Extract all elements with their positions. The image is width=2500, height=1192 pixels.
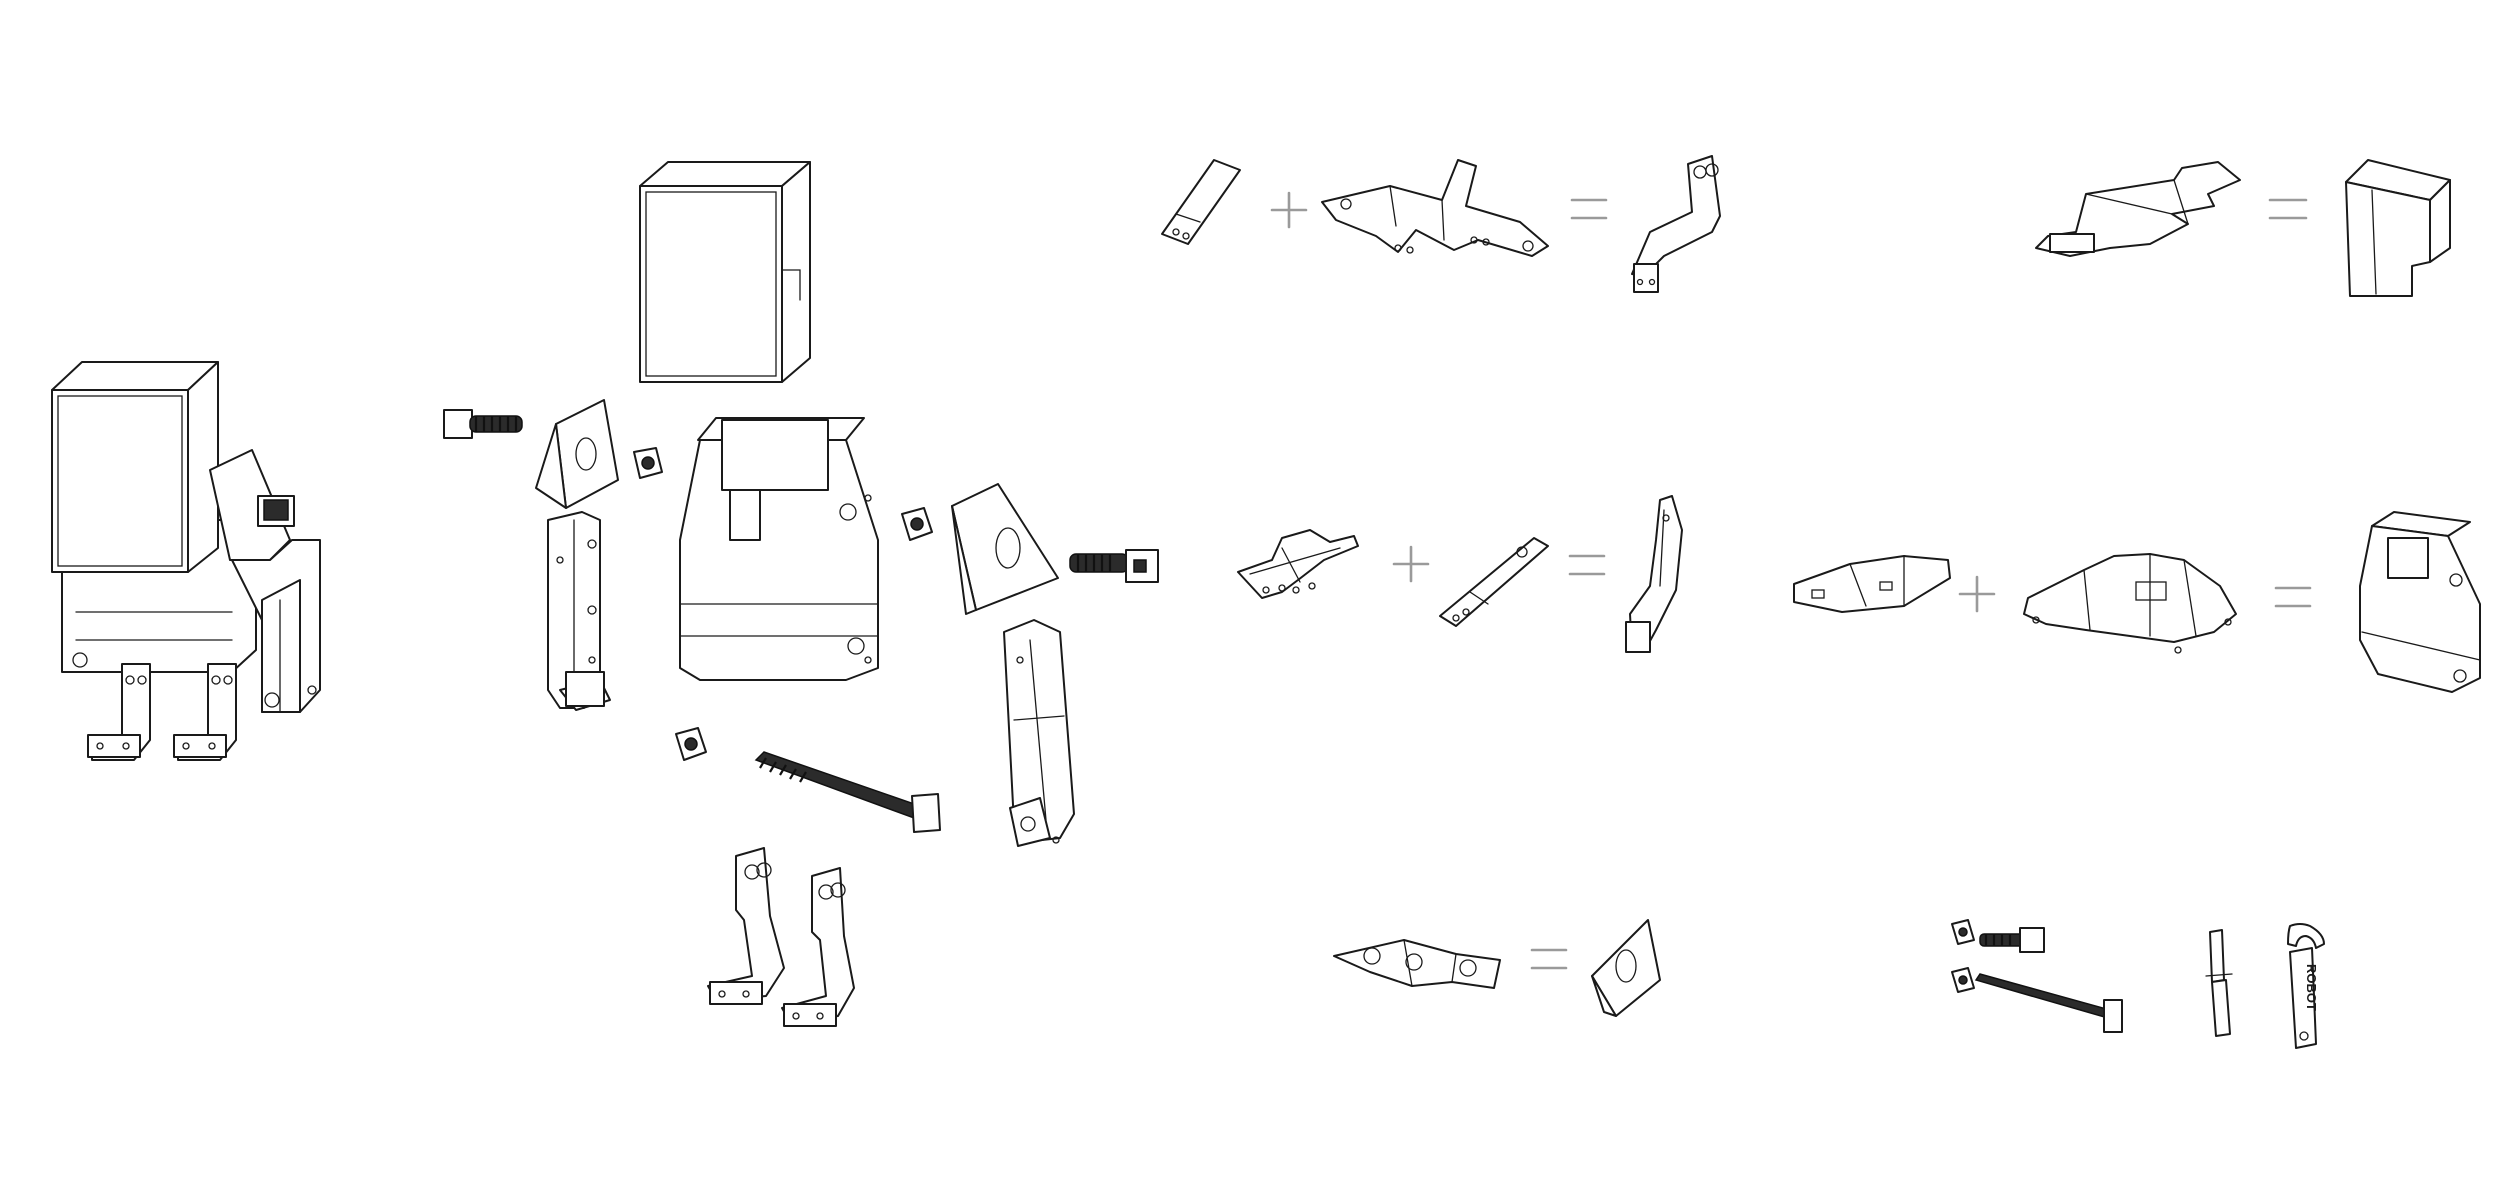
wrench-tool: ROBOT	[2287, 923, 2325, 1049]
wedge-result	[1591, 919, 1661, 1017]
exploded-right-leg	[781, 867, 855, 1027]
equation-leg	[1161, 155, 1721, 293]
wrench-lettering: ROBOT	[2304, 964, 2319, 1011]
strip-blank	[1161, 159, 1241, 245]
equation-shoulder-wedge	[1333, 919, 1661, 1017]
head-box-result	[2345, 159, 2451, 297]
arm-blank	[1237, 529, 1359, 599]
assembled-right-leg	[173, 663, 237, 761]
body-front-blank	[1793, 555, 1951, 613]
equals-operator	[1530, 948, 1568, 970]
cross-blank	[1321, 159, 1549, 257]
exploded-short-bolt-left	[443, 409, 523, 439]
hardware-nut-2	[1951, 967, 1975, 993]
plus-operator	[1270, 191, 1308, 229]
plus-operator	[1958, 575, 1996, 613]
exploded-nut-lower	[675, 727, 707, 761]
exploded-nut-right	[901, 507, 933, 541]
hardware-long-bolt	[1974, 973, 2123, 1033]
wedge-blank	[1333, 939, 1501, 989]
assembled-head	[51, 361, 219, 573]
arm-result	[1625, 495, 1683, 653]
equation-arm	[1237, 495, 1683, 653]
equals-operator	[1570, 198, 1608, 220]
exploded-body-shell	[679, 417, 879, 681]
exploded-head-box	[639, 161, 811, 383]
equals-operator	[2274, 586, 2312, 608]
equation-body	[1793, 511, 2481, 693]
assembled-arm	[209, 449, 321, 713]
hardware-nut-1	[1951, 919, 1975, 945]
assembled-left-leg	[87, 663, 151, 761]
exploded-left-arm	[547, 511, 611, 711]
equation-head	[2035, 159, 2451, 297]
exploded-left-leg	[707, 847, 785, 1005]
hex-key-tool	[2205, 929, 2233, 1037]
hardware-short-bolt	[1979, 927, 2045, 953]
assembled-robot	[51, 361, 321, 761]
equals-operator	[2268, 198, 2308, 220]
leg-result	[1631, 155, 1721, 293]
body-back-blank	[2023, 553, 2237, 654]
equals-operator	[1568, 554, 1606, 576]
exploded-nut-left	[633, 447, 663, 479]
plus-operator	[1392, 545, 1430, 583]
exploded-view	[443, 161, 1159, 1027]
strip-blank-2	[1439, 537, 1549, 627]
head-blank	[2035, 161, 2241, 257]
exploded-long-bolt	[754, 751, 941, 833]
hardware-set: ROBOT	[1951, 919, 2325, 1049]
exploded-right-shoulder-wedge	[951, 483, 1059, 615]
exploded-right-arm	[1003, 619, 1075, 847]
exploded-left-shoulder-wedge	[535, 399, 619, 509]
body-shell-result	[2359, 511, 2481, 693]
exploded-short-bolt-right	[1069, 549, 1159, 583]
